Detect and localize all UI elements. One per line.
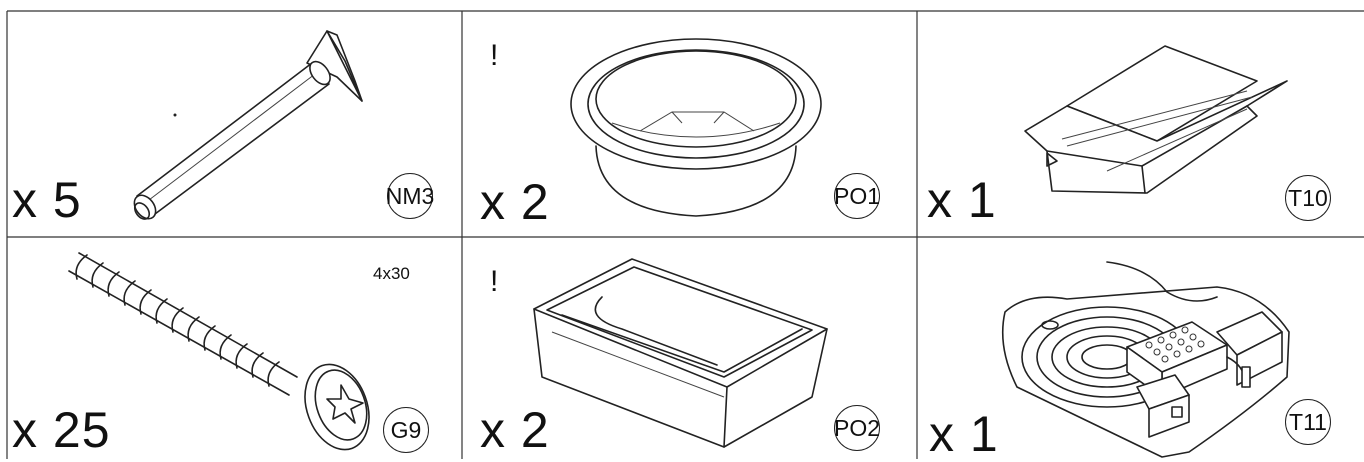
- part-cell-g9: 4x30 x 25 G9: [7, 237, 462, 459]
- part-cell-t11: x 1 T11: [917, 237, 1364, 459]
- round-grommet-icon: [570, 38, 822, 217]
- part-code-badge: T11: [1285, 399, 1331, 445]
- screw-size-label: 4x30: [373, 264, 410, 283]
- part-code-badge: PO2: [834, 405, 880, 451]
- part-cell-po1: ! x 2 PO1: [462, 11, 917, 237]
- caution-mark: !: [490, 39, 499, 72]
- table-leg-icon: [133, 30, 363, 220]
- quantity-label: x 5: [12, 172, 82, 228]
- part-code-badge: NM3: [386, 173, 434, 219]
- led-strip-reel-icon: [1001, 261, 1290, 458]
- part-code-badge: T10: [1285, 175, 1331, 221]
- quantity-label: x 1: [927, 172, 997, 228]
- aluminium-profile-icon: [1024, 45, 1288, 194]
- part-code-badge: PO1: [834, 173, 880, 219]
- screw-icon: [68, 252, 370, 451]
- quantity-label: x 2: [480, 174, 550, 230]
- rectangular-grommet-icon: [533, 258, 828, 448]
- part-cell-po2: ! x 2 PO2: [462, 237, 917, 459]
- part-code-badge: G9: [383, 407, 429, 453]
- quantity-label: x 1: [929, 406, 999, 462]
- part-cell-t10: x 1 T10: [917, 11, 1364, 237]
- quantity-label: x 25: [12, 402, 111, 458]
- part-cell-nm3: x 5 NM3: [7, 11, 462, 237]
- quantity-label: x 2: [480, 402, 550, 458]
- caution-mark: !: [490, 265, 499, 298]
